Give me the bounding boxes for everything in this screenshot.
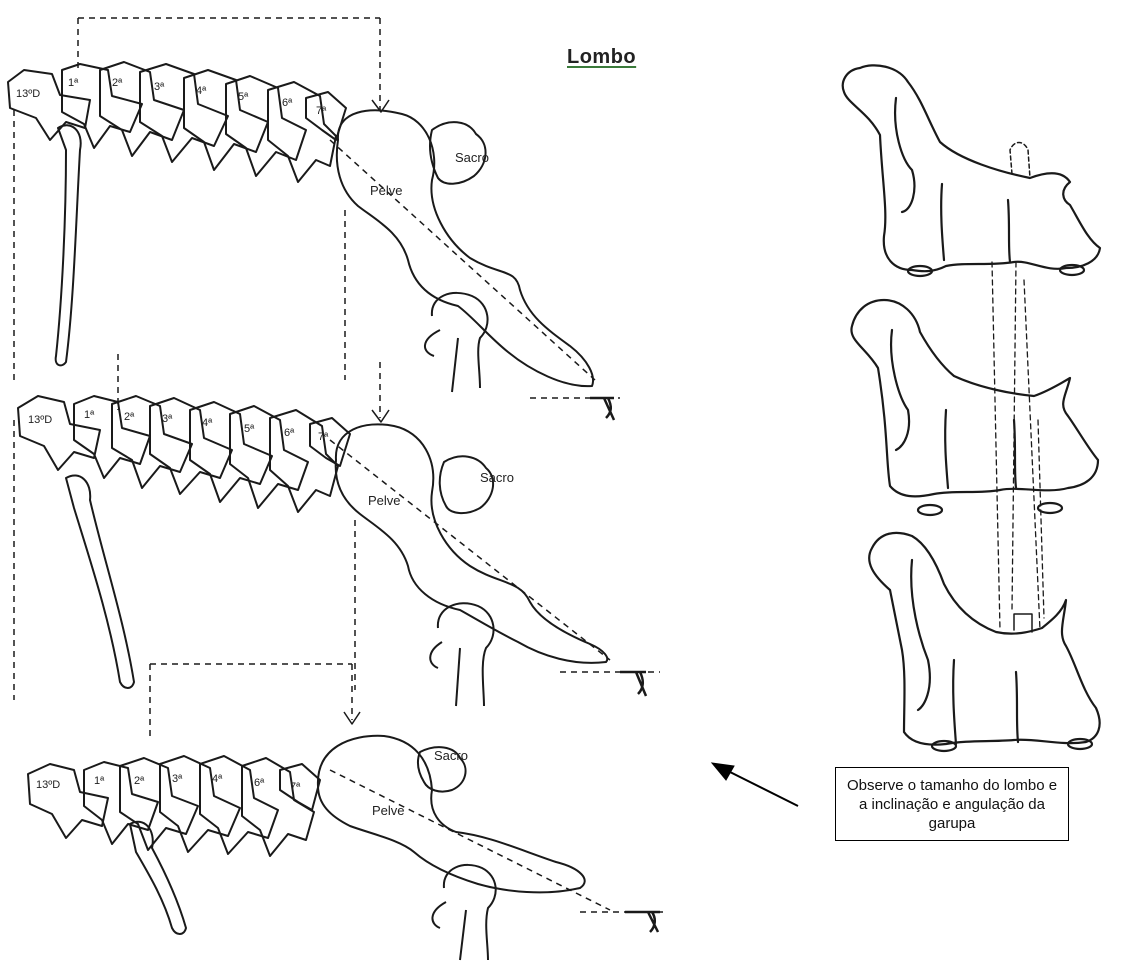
pelvis-label-middle: Pelve: [368, 493, 401, 508]
dog-silhouettes: [843, 65, 1100, 751]
dog-top: [843, 65, 1100, 276]
vertebrae-middle: [18, 396, 350, 512]
vertebra-label-top-7: 7ª: [316, 105, 327, 117]
note-text: Observe o tamanho do lombo e a inclinaçã…: [842, 776, 1062, 833]
sacrum-label-middle: Sacro: [480, 470, 514, 485]
croup-angle-top: [590, 398, 614, 420]
guide-lines-bottom: [150, 664, 665, 912]
vertebra-label-middle-0: 13ºD: [28, 414, 52, 426]
vertebra-label-top-5: 5ª: [238, 91, 249, 103]
pelvis-middle: [336, 424, 608, 663]
guide-lines-middle: [14, 354, 660, 700]
sacrum-label-top: Sacro: [455, 150, 489, 165]
vertebrae-bottom: [28, 756, 320, 856]
rib-top: [56, 125, 81, 365]
vertebra-label-top-6: 6ª: [282, 97, 293, 109]
vertebra-label-middle-6: 6ª: [284, 427, 295, 439]
pelvis-label-top: Pelve: [370, 183, 403, 198]
vertebra-label-middle-3: 3ª: [162, 413, 173, 425]
vertebra-label-middle-1: 1ª: [84, 409, 95, 421]
note-box: Observe o tamanho do lombo e a inclinaçã…: [835, 767, 1069, 841]
sacrum-label-bottom: Sacro: [434, 748, 468, 763]
croup-angle-bottom: [625, 912, 660, 932]
vertebra-label-top-0: 13ºD: [16, 88, 40, 100]
vertebra-label-bottom-4: 4ª: [212, 773, 223, 785]
vertebra-label-bottom-6: 7ª: [290, 781, 301, 793]
vertebra-label-bottom-0: 13ºD: [36, 779, 60, 791]
vertebra-label-top-1: 1ª: [68, 77, 79, 89]
vertebra-label-top-3: 3ª: [154, 81, 165, 93]
spine-diagram-bottom: [28, 664, 665, 960]
vertebra-label-middle-7: 7ª: [318, 431, 329, 443]
rib-middle: [66, 475, 134, 688]
vertebra-label-top-2: 2ª: [112, 77, 123, 89]
vertebra-label-middle-4: 4ª: [202, 417, 213, 429]
structure-labels: Pelve Sacro Pelve Sacro Pelve Sacro: [368, 150, 514, 818]
dog-middle: [851, 300, 1098, 515]
lombo-title: Lombo: [567, 46, 636, 69]
vertebra-label-bottom-1: 1ª: [94, 775, 105, 787]
arrow-pointer: [712, 763, 798, 806]
vertebrae-top: [8, 62, 346, 182]
femur-top: [425, 293, 488, 392]
vertebra-label-bottom-5: 6ª: [254, 777, 265, 789]
croup-angle-middle: [620, 672, 646, 696]
pelvis-label-bottom: Pelve: [372, 803, 405, 818]
dog-guide-lines: [992, 262, 1044, 630]
spine-diagram-middle: [14, 354, 660, 706]
dog-bottom: [869, 533, 1099, 751]
vertebra-label-bottom-2: 2ª: [134, 775, 145, 787]
vertebra-label-middle-5: 5ª: [244, 423, 255, 435]
vertebra-label-top-4: 4ª: [196, 85, 207, 97]
femur-middle: [430, 603, 493, 706]
guide-lines-top: [14, 18, 620, 398]
vertebra-label-middle-2: 2ª: [124, 411, 135, 423]
spine-diagram-top: [8, 18, 620, 420]
vertebra-label-bottom-3: 3ª: [172, 773, 183, 785]
